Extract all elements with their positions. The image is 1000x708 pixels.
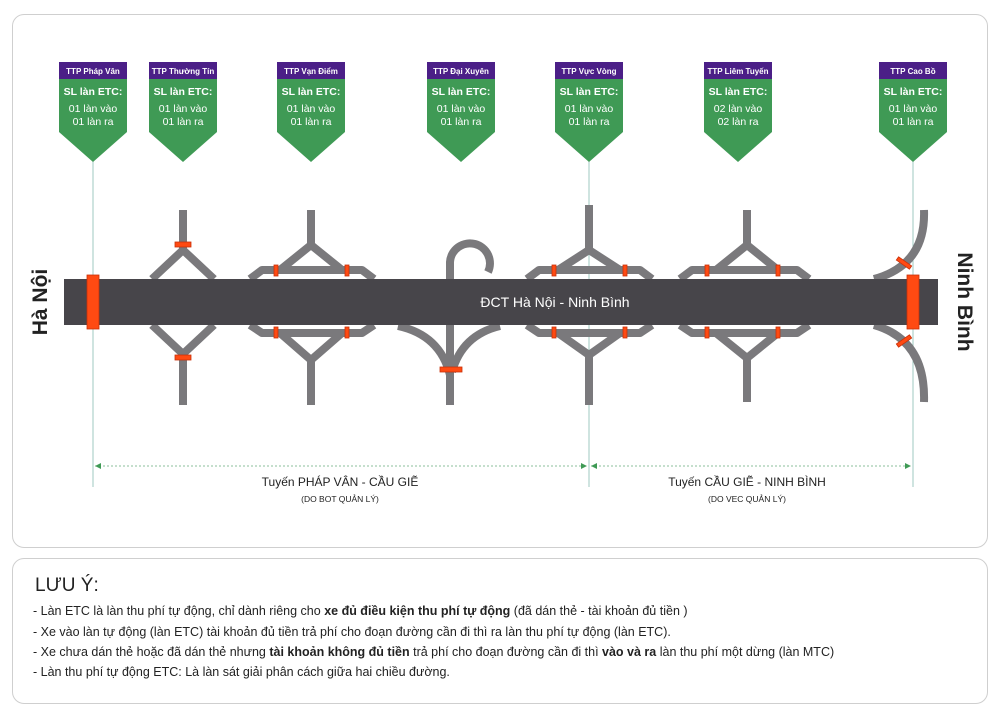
toll-gate (344, 264, 350, 277)
ramp-van-diem-bottom (247, 321, 377, 405)
toll-gate-cao-bo (906, 274, 920, 330)
pin-body (704, 79, 772, 162)
toll-gate (174, 241, 192, 248)
toll-gate (895, 334, 913, 348)
etc-label: SL làn ETC: (154, 86, 213, 98)
lanes-out: 01 làn ra (569, 116, 610, 128)
pin-header (704, 62, 772, 79)
ramp-vuc-vong-bottom (524, 321, 655, 405)
lanes-out: 01 làn ra (163, 116, 204, 128)
station-name: TTP Cao Bồ (890, 67, 935, 76)
ramp-liem-tuyen-top (677, 210, 812, 283)
section-title: Tuyến PHÁP VÂN - CẦU GIẼ (262, 474, 419, 489)
lanes-in: 01 làn vào (437, 103, 486, 115)
lanes-out: 02 làn ra (718, 116, 759, 128)
station-name: TTP Vực Vòng (562, 67, 617, 76)
etc-label: SL làn ETC: (432, 86, 491, 98)
station-name: TTP Liêm Tuyến (707, 67, 768, 76)
notes-title: LƯU Ý: (35, 575, 99, 596)
section-subtitle: (DO VEC QUẢN LÝ) (708, 493, 786, 504)
etc-label: SL làn ETC: (64, 86, 123, 98)
highway-label: ĐCT Hà Nội - Ninh Bình (480, 294, 629, 310)
section-subtitle: (DO BOT QUẢN LÝ) (301, 493, 379, 504)
toll-gate (704, 326, 710, 339)
ramp-thuong-tin-bottom (149, 322, 217, 405)
interchange-roads (149, 205, 929, 405)
lanes-in: 01 làn vào (159, 103, 208, 115)
lanes-out: 01 làn ra (73, 116, 114, 128)
pin-header (427, 62, 495, 79)
station-name: TTP Vạn Điểm (284, 67, 338, 76)
toll-gate (551, 326, 557, 339)
ramp-cao-bo-top (872, 209, 929, 283)
main-highway (64, 279, 938, 325)
toll-gates (86, 241, 920, 373)
toll-gate (273, 264, 279, 277)
station-name: TTP Đại Xuyên (433, 67, 489, 76)
etc-label: SL làn ETC: (709, 86, 768, 98)
section-title: Tuyến CẦU GIẼ - NINH BÌNH (668, 474, 826, 489)
note-item: - Làn ETC là làn thu phí tự động, chỉ dà… (33, 604, 688, 618)
pin-body (277, 79, 345, 162)
pin-body (149, 79, 217, 162)
ramp-dai-xuyen-loop (446, 239, 494, 405)
lanes-in: 01 làn vào (69, 103, 118, 115)
pin-header (149, 62, 217, 79)
lanes-in: 01 làn vào (565, 103, 614, 115)
pin-header (879, 62, 947, 79)
pin-body (427, 79, 495, 162)
ramp-cao-bo-bottom (872, 321, 929, 403)
pin-body (555, 79, 623, 162)
lanes-in: 01 làn vào (889, 103, 938, 115)
toll-gate (775, 326, 781, 339)
toll-gate (174, 354, 192, 361)
note-item: - Xe chưa dán thẻ hoặc đã dán thẻ nhưng … (33, 645, 835, 659)
toll-gate-phap-van (86, 274, 100, 330)
lanes-out: 01 làn ra (291, 116, 332, 128)
pin-header (277, 62, 345, 79)
toll-gate (704, 264, 710, 277)
toll-gate (273, 326, 279, 339)
lanes-out: 01 làn ra (893, 116, 934, 128)
toll-gate (551, 264, 557, 277)
end-label-ninh-binh: Ninh Bình (953, 252, 976, 351)
station-name: TTP Thường Tín (152, 67, 215, 76)
etc-label: SL làn ETC: (560, 86, 619, 98)
lanes-out: 01 làn ra (441, 116, 482, 128)
toll-gate (622, 264, 628, 277)
pin-header (555, 62, 623, 79)
toll-gate (344, 326, 350, 339)
etc-label: SL làn ETC: (884, 86, 943, 98)
lanes-in: 01 làn vào (287, 103, 336, 115)
ramp-vuc-vong-top (524, 205, 655, 283)
end-label-ha-noi: Hà Nội (29, 269, 52, 336)
toll-gate (775, 264, 781, 277)
station-name: TTP Pháp Vân (66, 67, 120, 76)
toll-gate (439, 366, 463, 373)
pin-header (59, 62, 127, 79)
pin-body (879, 79, 947, 162)
pin-body (59, 79, 127, 162)
notes-panel: LƯU Ý: - Làn ETC là làn thu phí tự động,… (12, 558, 988, 704)
etc-label: SL làn ETC: (282, 86, 341, 98)
ramp-liem-tuyen-bottom (677, 321, 812, 402)
note-item: - Xe vào làn tự động (làn ETC) tài khoản… (33, 625, 671, 639)
lanes-in: 02 làn vào (714, 103, 763, 115)
note-item: - Làn thu phí tự động ETC: Là làn sát gi… (33, 665, 450, 679)
toll-gate (895, 256, 913, 270)
toll-gate (622, 326, 628, 339)
ramp-van-diem-top (247, 210, 377, 283)
